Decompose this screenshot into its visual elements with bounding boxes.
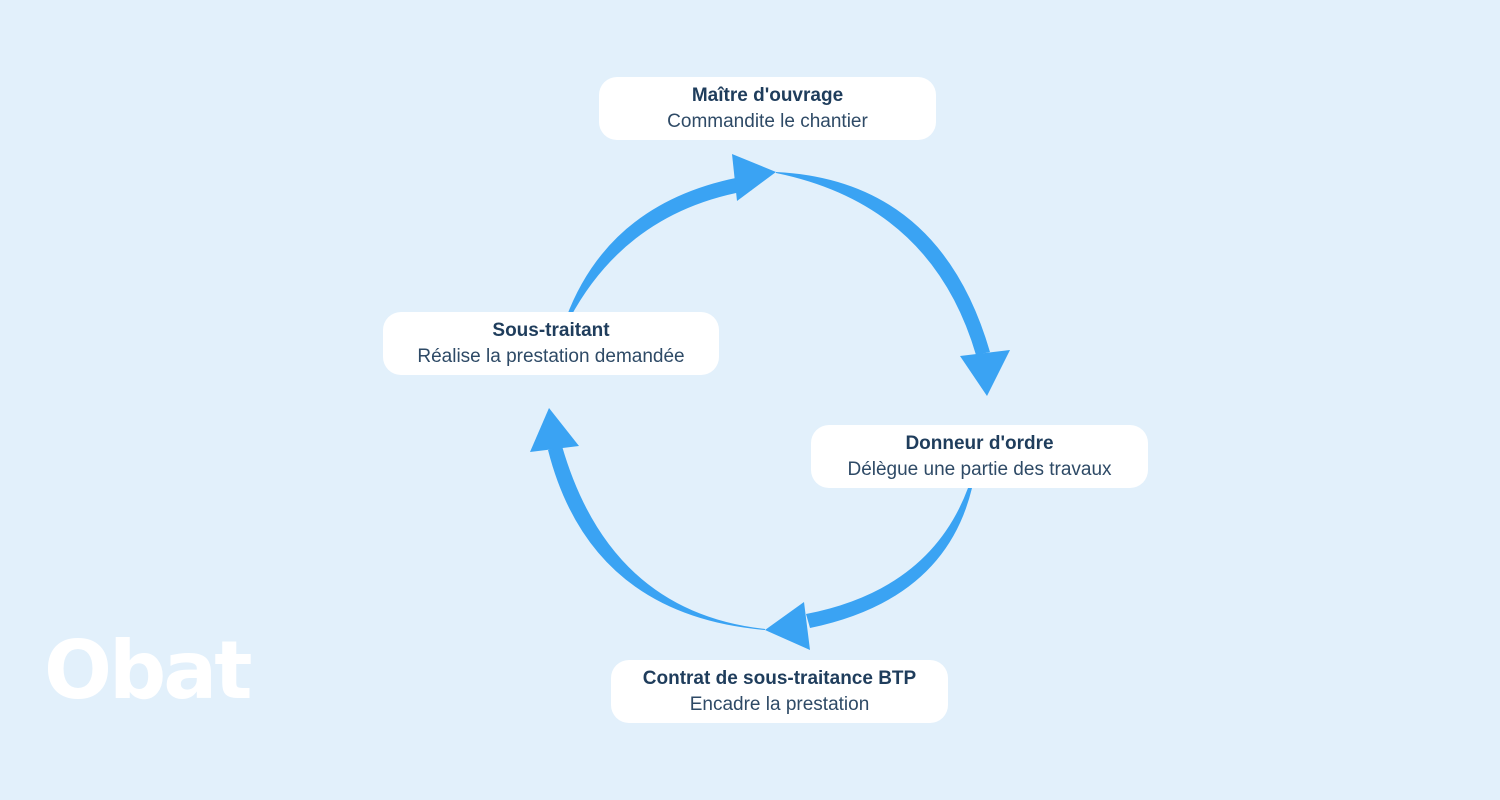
node-maitre-ouvrage: Maître d'ouvrage Commandite le chantier — [599, 77, 936, 140]
node-title: Sous-traitant — [492, 320, 610, 341]
node-title: Donneur d'ordre — [905, 433, 1054, 454]
arc-right-to-bottom — [806, 488, 972, 628]
node-title: Maître d'ouvrage — [691, 85, 844, 106]
node-sous-traitant: Sous-traitant Réalise la prestation dema… — [383, 312, 719, 375]
arc-left-to-top — [566, 176, 752, 318]
arrow-head-icon — [960, 350, 1010, 396]
node-donneur-ordre: Donneur d'ordre Délègue une partie des t… — [811, 425, 1148, 488]
node-subtitle: Commandite le chantier — [667, 111, 868, 132]
node-subtitle: Encadre la prestation — [689, 694, 870, 715]
arrow-head-icon — [530, 408, 579, 452]
arrow-head-icon — [732, 154, 776, 201]
arc-bottom-to-left — [548, 446, 765, 630]
node-subtitle: Réalise la prestation demandée — [417, 346, 685, 367]
node-title: Contrat de sous-traitance BTP — [642, 668, 917, 689]
node-subtitle: Délègue une partie des travaux — [847, 459, 1112, 480]
arrow-head-icon — [765, 602, 810, 650]
node-contrat-sous-traitance: Contrat de sous-traitance BTP Encadre la… — [611, 660, 948, 723]
obat-logo: Obat — [44, 624, 252, 717]
arc-top-to-right — [776, 172, 990, 355]
